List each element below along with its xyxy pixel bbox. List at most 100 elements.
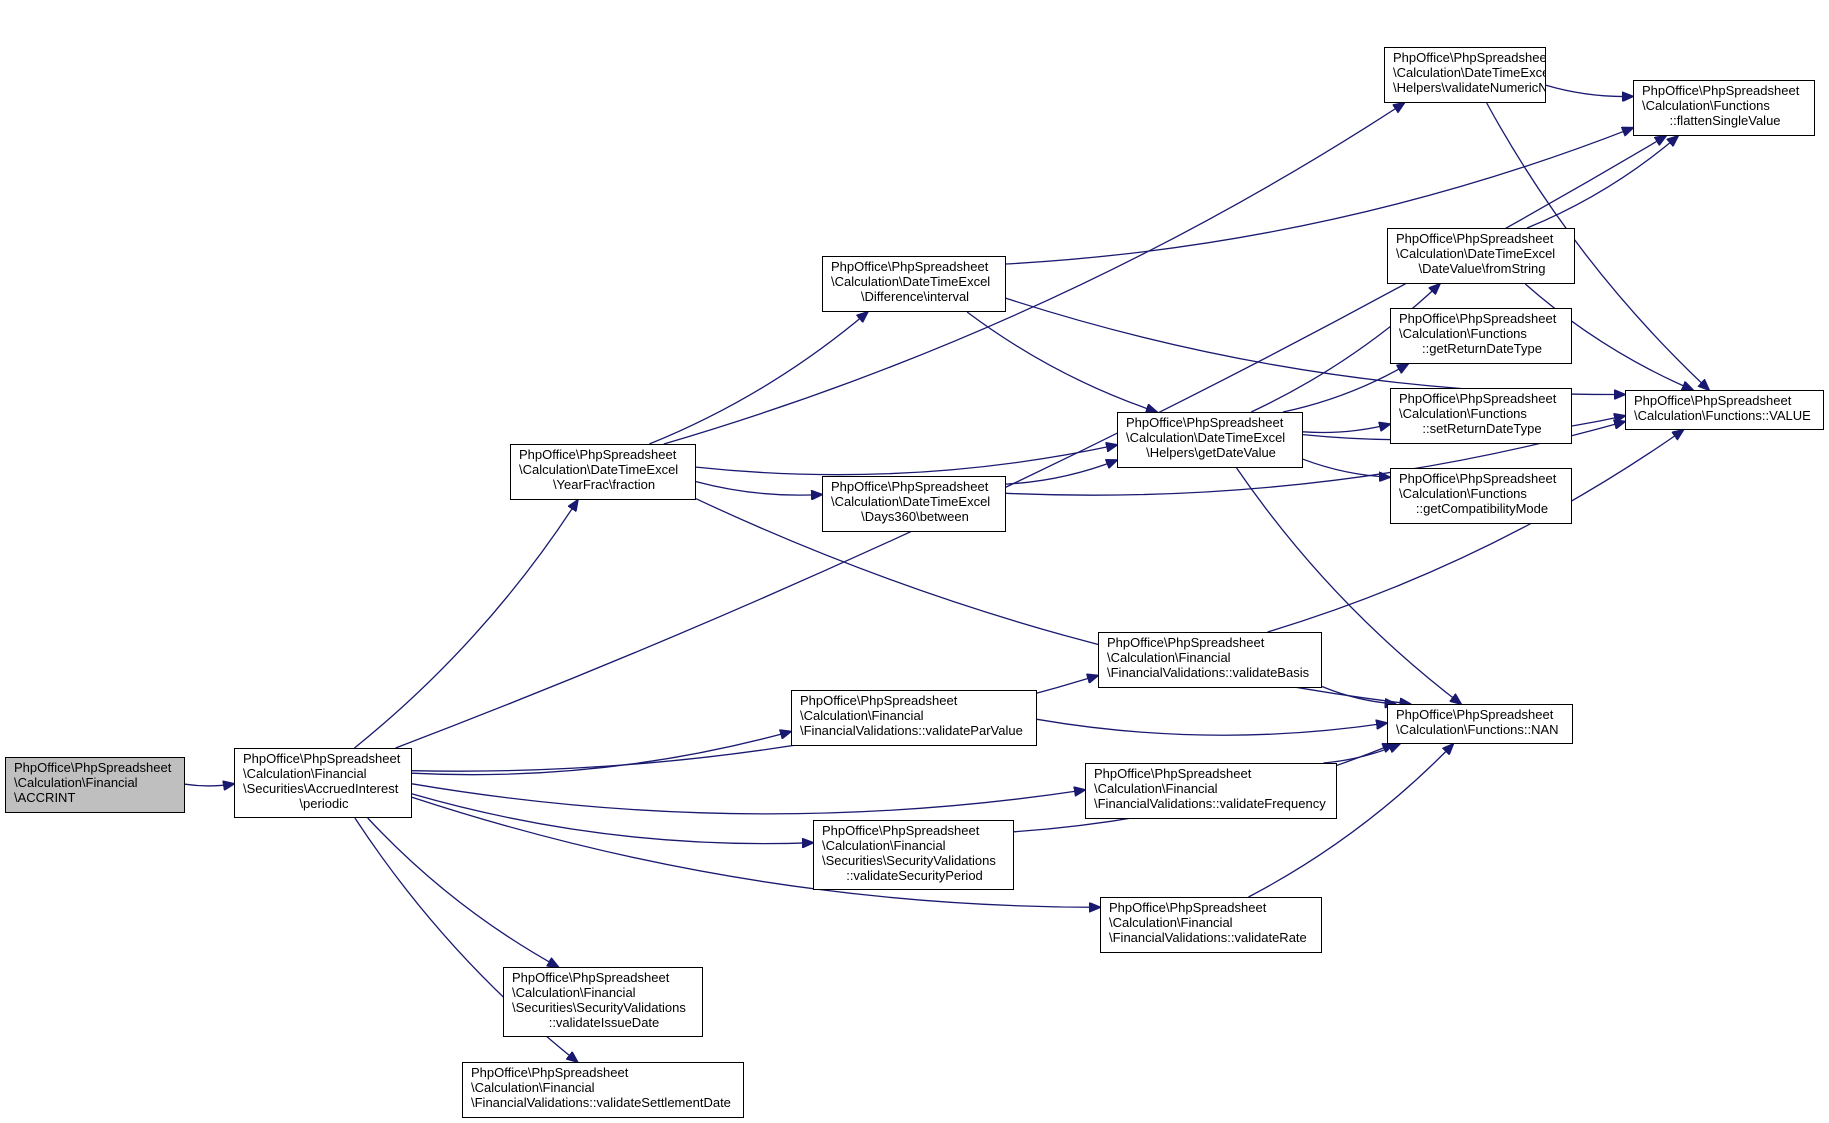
node-line: \Calculation\Financial — [1107, 650, 1231, 665]
edge-yearfrac-to-interval — [649, 312, 867, 445]
node-yearfrac[interactable]: PhpOffice\PhpSpreadsheet \Calculation\Da… — [510, 444, 696, 500]
node-line: PhpOffice\PhpSpreadsheet — [1094, 766, 1252, 781]
node-line: \Calculation\DateTimeExcel — [1126, 430, 1286, 445]
node-nan[interactable]: PhpOffice\PhpSpreadsheet \Calculation\Fu… — [1387, 704, 1573, 744]
node-line: \Securities\SecurityValidations — [822, 853, 996, 868]
node-line: \Calculation\Financial — [1109, 915, 1233, 930]
node-validateparvalue[interactable]: PhpOffice\PhpSpreadsheet \Calculation\Fi… — [791, 690, 1037, 746]
edge-periodic-to-validateissuedate — [367, 817, 559, 967]
node-line: PhpOffice\PhpSpreadsheet — [1396, 231, 1554, 246]
node-line: PhpOffice\PhpSpreadsheet — [512, 970, 670, 985]
node-line: PhpOffice\PhpSpreadsheet — [1109, 900, 1267, 915]
edge-yearfrac-to-validatenumericnull — [663, 103, 1404, 445]
node-line: PhpOffice\PhpSpreadsheet — [1396, 707, 1554, 722]
node-line: \Difference\interval — [860, 289, 970, 304]
node-line: \Calculation\Financial — [243, 766, 367, 781]
node-validatefrequency[interactable]: PhpOffice\PhpSpreadsheet \Calculation\Fi… — [1085, 763, 1337, 819]
node-line: \FinancialValidations::validateParValue — [800, 723, 1023, 738]
node-line: PhpOffice\PhpSpreadsheet — [1399, 471, 1557, 486]
node-line: ::validateSecurityPeriod — [846, 868, 983, 883]
node-line: \FinancialValidations::validateRate — [1109, 930, 1307, 945]
edge-getdatevalue-to-nan — [1236, 467, 1461, 704]
node-validatenumericnull[interactable]: PhpOffice\PhpSpreadsheet \Calculation\Da… — [1384, 47, 1546, 103]
edge-validatebasis-to-value — [1267, 430, 1684, 633]
node-line: PhpOffice\PhpSpreadsheet — [1399, 391, 1557, 406]
node-line: \Calculation\Financial — [822, 838, 946, 853]
node-setreturndatetype[interactable]: PhpOffice\PhpSpreadsheet \Calculation\Fu… — [1390, 388, 1572, 444]
node-line: \Helpers\getDateValue — [1146, 445, 1276, 460]
node-accrint[interactable]: PhpOffice\PhpSpreadsheet \Calculation\Fi… — [5, 757, 185, 813]
node-line: \Calculation\Functions — [1399, 406, 1527, 421]
node-line: PhpOffice\PhpSpreadsheet — [1107, 635, 1265, 650]
node-line: PhpOffice\PhpSpreadsheet — [243, 751, 401, 766]
node-line: \Calculation\Functions — [1399, 326, 1527, 341]
node-line: \ACCRINT — [14, 790, 76, 805]
edge-validaterate-to-nan — [1248, 744, 1454, 898]
edge-periodic-to-validaterate — [411, 796, 1100, 907]
node-line: \Calculation\DateTimeExcel — [831, 274, 991, 289]
edge-fromstring-to-flatten — [1526, 136, 1678, 229]
node-line: \Calculation\Financial — [471, 1080, 595, 1095]
node-line: \Calculation\DateTimeExcel — [1393, 65, 1546, 80]
node-line: \FinancialValidations::validateSettlemen… — [471, 1095, 731, 1110]
node-line: PhpOffice\PhpSpreadsheet — [1642, 83, 1800, 98]
node-line: \Calculation\DateTimeExcel — [831, 494, 991, 509]
node-line: PhpOffice\PhpSpreadsheet — [1634, 393, 1792, 408]
edge-periodic-to-validateparvalue — [411, 732, 791, 776]
node-line: PhpOffice\PhpSpreadsheet — [1399, 311, 1557, 326]
edge-periodic-to-validatefrequency — [411, 783, 1085, 815]
node-fromstring[interactable]: PhpOffice\PhpSpreadsheet \Calculation\Da… — [1387, 228, 1575, 284]
node-validatesettlementdate[interactable]: PhpOffice\PhpSpreadsheet \Calculation\Fi… — [462, 1062, 744, 1118]
edge-validatenumericnull-to-value — [1486, 102, 1709, 390]
node-days360[interactable]: PhpOffice\PhpSpreadsheet \Calculation\Da… — [822, 476, 1006, 532]
node-line: \YearFrac\fraction — [552, 477, 656, 492]
node-line: \Calculation\Financial — [512, 985, 636, 1000]
node-line: PhpOffice\PhpSpreadsheet — [519, 447, 677, 462]
node-line: \Securities\SecurityValidations — [512, 1000, 686, 1015]
node-line: \Calculation\Functions — [1642, 98, 1770, 113]
edge-getdatevalue-to-getreturndatetype — [1282, 364, 1408, 413]
node-validaterate[interactable]: PhpOffice\PhpSpreadsheet \Calculation\Fi… — [1100, 897, 1322, 953]
node-value[interactable]: PhpOffice\PhpSpreadsheet \Calculation\Fu… — [1625, 390, 1824, 430]
node-line: \Calculation\Financial — [14, 775, 138, 790]
node-getcompatibilitymode[interactable]: PhpOffice\PhpSpreadsheet \Calculation\Fu… — [1390, 468, 1572, 524]
node-line: \Calculation\Functions::NAN — [1396, 722, 1559, 737]
node-line: \Calculation\Functions::VALUE — [1634, 408, 1811, 423]
edge-days360-to-getdatevalue — [1005, 460, 1117, 485]
node-interval[interactable]: PhpOffice\PhpSpreadsheet \Calculation\Da… — [822, 256, 1006, 312]
node-getdatevalue[interactable]: PhpOffice\PhpSpreadsheet \Calculation\Da… — [1117, 412, 1303, 468]
node-line: ::getCompatibilityMode — [1415, 501, 1549, 516]
node-line: PhpOffice\PhpSpreadsheet — [831, 259, 989, 274]
edge-validateparvalue-to-nan — [1036, 718, 1387, 736]
edge-yearfrac-to-getdatevalue — [695, 445, 1117, 476]
edge-fromstring-to-value — [1524, 283, 1693, 390]
node-line: \Calculation\Functions — [1399, 486, 1527, 501]
edge-validatenumericnull-to-flatten — [1545, 84, 1633, 96]
edge-yearfrac-to-nan — [695, 498, 1410, 704]
node-getreturndatetype[interactable]: PhpOffice\PhpSpreadsheet \Calculation\Fu… — [1390, 308, 1572, 364]
edge-periodic-to-yearfrac — [354, 500, 578, 749]
node-periodic[interactable]: PhpOffice\PhpSpreadsheet \Calculation\Fi… — [234, 748, 412, 818]
edge-interval-to-getdatevalue — [966, 311, 1157, 412]
node-line: ::getReturnDateType — [1422, 341, 1542, 356]
node-line: \DateValue\fromString — [1418, 261, 1546, 276]
node-line: PhpOffice\PhpSpreadsheet — [471, 1065, 629, 1080]
edge-validatebasis-to-nan — [1321, 685, 1396, 705]
node-line: \Calculation\Financial — [1094, 781, 1218, 796]
edge-interval-to-flatten — [1005, 128, 1633, 265]
edge-periodic-to-validatesecurityperiod — [411, 793, 813, 844]
edge-validatefrequency-to-nan — [1323, 744, 1399, 764]
edge-getdatevalue-to-setreturndatetype — [1302, 424, 1390, 434]
node-flattensinglevalue[interactable]: PhpOffice\PhpSpreadsheet \Calculation\Fu… — [1633, 80, 1815, 136]
node-validatesecurityperiod[interactable]: PhpOffice\PhpSpreadsheet \Calculation\Fi… — [813, 820, 1014, 890]
node-line: \Calculation\DateTimeExcel — [1396, 246, 1556, 261]
node-validatebasis[interactable]: PhpOffice\PhpSpreadsheet \Calculation\Fi… — [1098, 632, 1322, 688]
node-validateissuedate[interactable]: PhpOffice\PhpSpreadsheet \Calculation\Fi… — [503, 967, 703, 1037]
node-line: PhpOffice\PhpSpreadsheet — [822, 823, 980, 838]
edge-yearfrac-to-days360 — [695, 480, 822, 496]
node-line: \periodic — [299, 796, 349, 811]
node-line: PhpOffice\PhpSpreadsheet — [1393, 50, 1546, 65]
edge-getdatevalue-to-fromstring — [1250, 284, 1440, 413]
